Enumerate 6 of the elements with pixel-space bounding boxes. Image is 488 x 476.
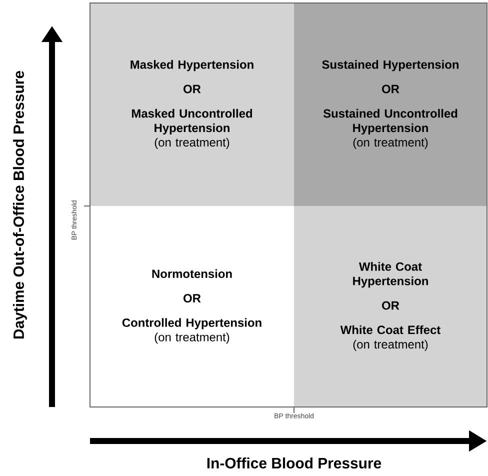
axis-title: In-Office Blood Pressure [207,458,382,468]
quadrant-box: Sustained Hypertension OR Sustained Uncontrolled Hypertension (on treatment) [294,3,487,206]
quadrant-box: White Coat Hypertension OR White Coat Effect (on treatment) [294,206,487,407]
quadrant-box: Normotension OR Controlled Hypertension (on treatment) [90,206,294,407]
quadrant-box: Masked Hypertension OR Masked Uncontrolled Hypertension (on treatment) [90,3,294,206]
axis-title: Daytime Out-of-Office Blood Pressure [13,71,27,338]
